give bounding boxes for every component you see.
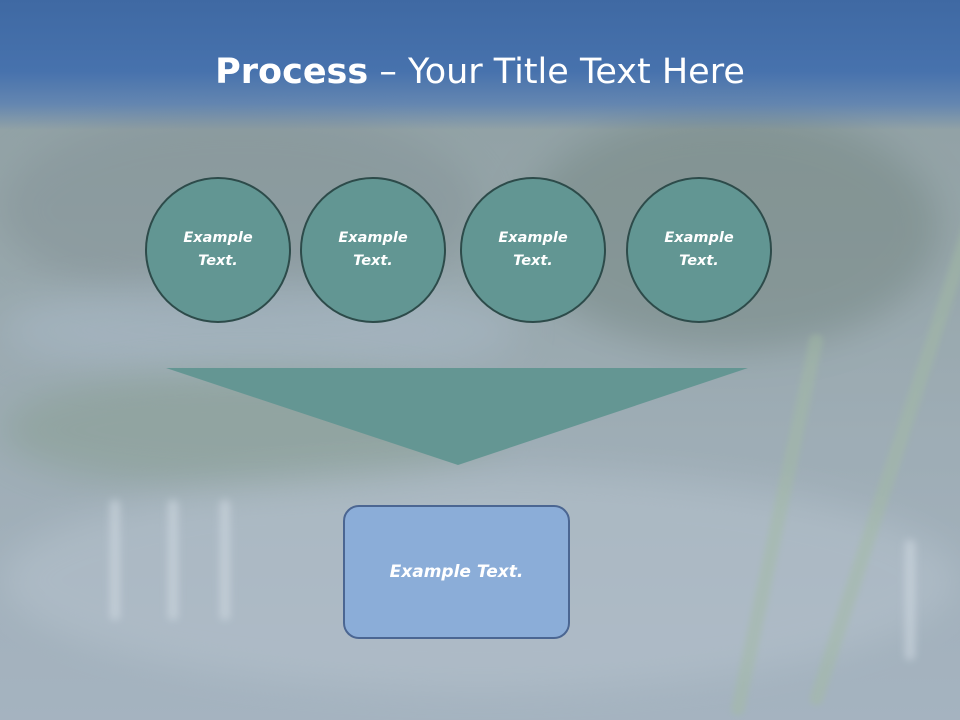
process-circle-3: Example Text. <box>460 177 606 323</box>
background-stream <box>220 500 230 620</box>
process-circle-2: Example Text. <box>300 177 446 323</box>
process-circle-1: Example Text. <box>145 177 291 323</box>
funnel-arrow <box>166 368 748 465</box>
title-bold: Process <box>215 52 369 92</box>
result-box: Example Text. <box>343 505 570 639</box>
result-text: Example Text. <box>389 562 524 582</box>
title-rest: – Your Title Text Here <box>368 52 745 92</box>
background-stream <box>168 500 178 620</box>
funnel-shape <box>166 368 748 465</box>
background-stream <box>110 500 120 620</box>
background-stream <box>905 540 915 660</box>
circle-text-3: Example Text. <box>498 230 568 269</box>
circle-text-2: Example Text. <box>338 230 408 269</box>
title-band <box>0 0 960 130</box>
slide-title: Process – Your Title Text Here <box>0 52 960 92</box>
circle-text-4: Example Text. <box>664 230 734 269</box>
process-circle-4: Example Text. <box>626 177 772 323</box>
circle-text-1: Example Text. <box>183 230 253 269</box>
